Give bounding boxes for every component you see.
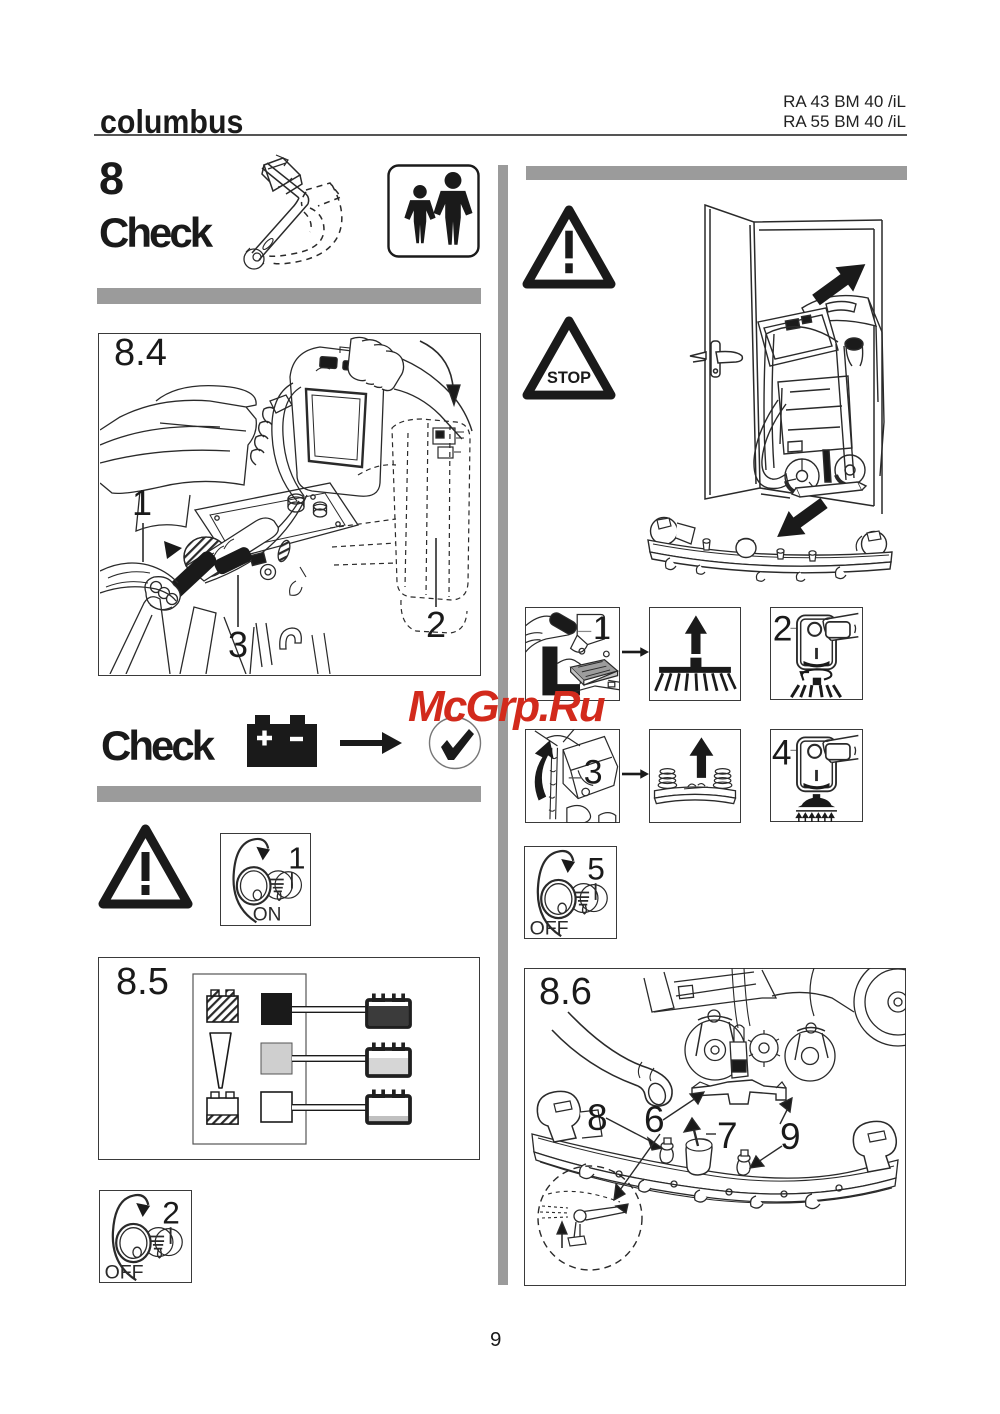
svg-text:2: 2 [773, 609, 793, 648]
svg-text:5: 5 [587, 850, 605, 886]
svg-text:4: 4 [772, 733, 792, 772]
svg-text:STOP: STOP [547, 369, 591, 387]
svg-text:7: 7 [717, 1115, 738, 1156]
svg-text:ON: ON [253, 904, 282, 925]
svg-text:1: 1 [288, 841, 305, 876]
svg-text:8: 8 [587, 1097, 608, 1138]
svg-text:2: 2 [162, 1194, 180, 1230]
svg-text:6: 6 [644, 1099, 665, 1140]
svg-text:3: 3 [584, 754, 603, 792]
svg-text:1: 1 [132, 482, 152, 523]
svg-text:3: 3 [228, 624, 248, 665]
svg-text:2: 2 [426, 604, 446, 645]
svg-text:OFF: OFF [105, 1261, 144, 1283]
svg-text:9: 9 [780, 1116, 801, 1157]
svg-text:1: 1 [593, 610, 611, 646]
svg-text:OFF: OFF [530, 917, 569, 939]
